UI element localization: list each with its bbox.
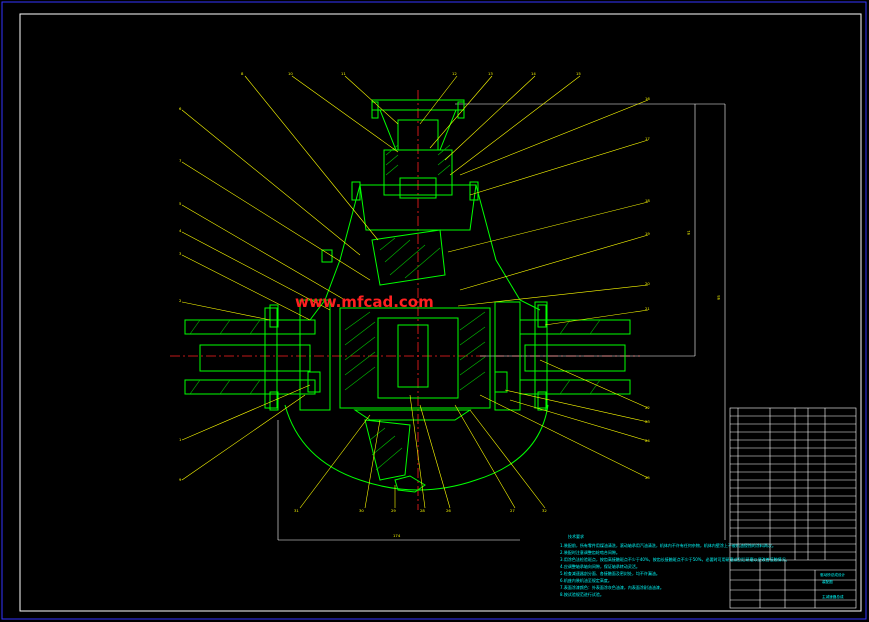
note-line: 6.机座内装机油至规定高度。	[560, 577, 612, 583]
drawing-name: 主减速器总成	[822, 594, 844, 599]
svg-text:2: 2	[179, 298, 182, 303]
leader-lines	[181, 75, 649, 509]
part-callouts: 8 10 11 12 13 14 15 16 17 18 19 20 21 22…	[179, 71, 650, 513]
svg-text:28: 28	[420, 508, 425, 513]
dim-horizontal: 174	[393, 533, 401, 538]
svg-text:18: 18	[645, 198, 650, 203]
watermark: www.mfcad.com	[295, 293, 434, 311]
svg-text:17: 17	[645, 136, 650, 141]
svg-text:26: 26	[446, 508, 451, 513]
title-line2: 装配图	[822, 579, 833, 584]
svg-text:9: 9	[179, 477, 182, 482]
note-line: 8.按试验规范进行试验。	[560, 591, 604, 597]
note-line: 2.装配时注意调整齿轮啮合间隙。	[560, 549, 620, 555]
svg-text:14: 14	[531, 71, 536, 76]
svg-text:25: 25	[645, 475, 650, 480]
svg-text:29: 29	[391, 508, 396, 513]
svg-text:3: 3	[179, 251, 182, 256]
svg-text:1: 1	[179, 437, 182, 442]
svg-text:13: 13	[488, 71, 493, 76]
note-line: 1.装配前，所有零件用煤油清洗，滚动轴承用汽油清洗，机体内不许有任何杂物，机体内…	[560, 542, 776, 548]
note-line: 7.表面涂漆颜色：外表面涂灰色油漆，内表面涂耐油油漆。	[560, 584, 664, 590]
svg-text:24: 24	[645, 438, 650, 443]
svg-text:19: 19	[645, 231, 650, 236]
svg-text:4: 4	[179, 228, 182, 233]
svg-text:16: 16	[645, 96, 650, 101]
drawing-frame	[19, 13, 862, 612]
dim-vertical-b: 95	[716, 295, 721, 300]
technical-notes: 技术要求 1.装配前，所有零件用煤油清洗，滚动轴承用汽油清洗，机体内不许有任何杂…	[560, 533, 790, 597]
svg-text:6: 6	[179, 106, 182, 111]
svg-text:23: 23	[645, 419, 650, 424]
svg-text:31: 31	[294, 508, 299, 513]
title-block	[729, 407, 857, 609]
svg-text:32: 32	[542, 508, 547, 513]
svg-text:20: 20	[645, 281, 650, 286]
svg-text:21: 21	[645, 306, 650, 311]
dim-vertical-a: 91	[686, 230, 691, 235]
note-line: 3.用涂色法检验斑点，按齿高接触斑点不少于40%，按齿长接触斑点不少于50%，必…	[560, 556, 790, 562]
note-line: 4.应调整轴承轴向间隙，保证轴承转动灵活。	[560, 563, 640, 569]
svg-text:27: 27	[510, 508, 515, 513]
notes-title: 技术要求	[568, 533, 584, 539]
svg-text:15: 15	[576, 71, 581, 76]
svg-text:10: 10	[288, 71, 293, 76]
title-line1: 驱动桥总成设计	[820, 572, 846, 577]
svg-text:12: 12	[452, 71, 457, 76]
dimension-lines	[277, 103, 726, 541]
svg-text:8: 8	[241, 71, 244, 76]
svg-text:22: 22	[645, 405, 650, 410]
svg-text:5: 5	[179, 201, 182, 206]
note-line: 5.检查减速器剖分面、各接触面及密封处，均不许漏油。	[560, 570, 660, 576]
svg-text:11: 11	[341, 71, 346, 76]
svg-text:30: 30	[359, 508, 364, 513]
svg-text:7: 7	[179, 158, 182, 163]
assembly-outline	[184, 99, 631, 493]
